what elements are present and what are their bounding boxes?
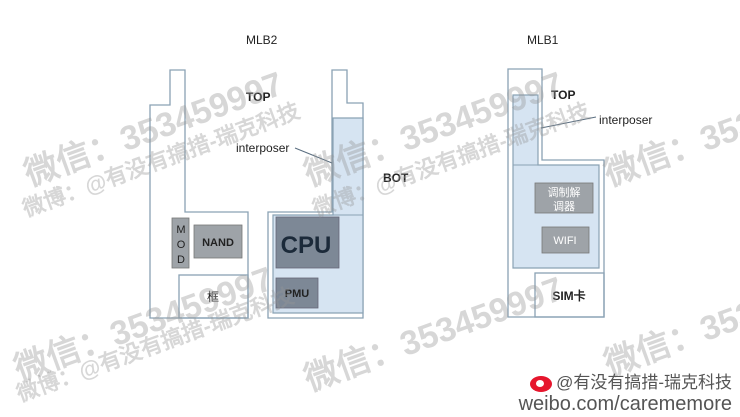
wifi-chip	[541, 226, 590, 254]
top-label: TOP	[246, 90, 270, 104]
weibo-handle: @有没有搞措-瑞克科技	[556, 373, 732, 393]
nand-label: NAND	[202, 237, 234, 249]
interposer-leader-line	[294, 147, 333, 164]
modem-label-2: 调器	[553, 200, 575, 213]
frame-label: 框	[207, 290, 219, 304]
interposer-label: interposer	[236, 141, 289, 155]
mlb2-label: MLB2	[246, 33, 278, 47]
cpu-label: CPU	[281, 232, 332, 259]
mlb1-board-outline	[507, 68, 605, 318]
modem-chip	[534, 182, 594, 214]
interposer-label: interposer	[599, 113, 652, 127]
frame-region	[178, 274, 249, 319]
nand-chip	[193, 224, 243, 259]
modem-label-1: 调制解	[548, 185, 581, 199]
pmu-chip	[275, 277, 319, 309]
weibo-logo-icon	[530, 375, 553, 392]
mlb1-interposer-area	[512, 94, 600, 269]
weibo-footer: @有没有搞措-瑞克科技 weibo.com/carememore	[518, 373, 732, 415]
interposer-leader-line	[540, 116, 597, 129]
pmu-label: PMU	[285, 288, 310, 300]
cpu-chip	[275, 216, 340, 269]
weibo-url: weibo.com/carememore	[518, 393, 732, 415]
bot-label: BOT	[383, 171, 409, 185]
wifi-label: WIFI	[553, 235, 576, 247]
mlb1-label: MLB1	[527, 33, 559, 47]
mlb2-bot-board-outline	[267, 69, 364, 319]
mod-label: D	[177, 254, 185, 266]
sim-region	[534, 272, 605, 318]
mlb2-top-board-outline	[149, 69, 249, 319]
mod-label: M	[176, 224, 185, 236]
mod-label: O	[177, 239, 186, 251]
mod-chip	[171, 217, 190, 269]
top-label: TOP	[551, 88, 575, 102]
sim-label: SIM卡	[552, 288, 585, 303]
